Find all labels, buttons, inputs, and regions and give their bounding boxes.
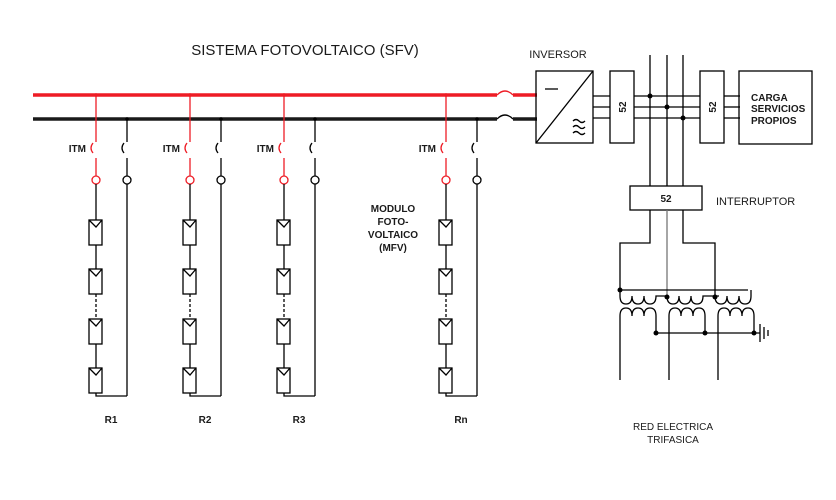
pv-module-icon <box>182 268 197 295</box>
breaker-icon <box>471 142 475 154</box>
pv-string-rn: ITM Rn <box>419 93 482 426</box>
ground-icon <box>759 324 769 342</box>
pv-module-icon <box>88 367 103 394</box>
pv-module-icon <box>88 219 103 246</box>
terminal-icon <box>216 175 226 185</box>
load-label-line-1: CARGA <box>751 93 788 104</box>
pv-string-r3: ITM R3 <box>257 93 320 426</box>
pv-module-icon <box>88 268 103 295</box>
pv-module-icon <box>276 318 291 345</box>
terminal-icon <box>441 175 451 185</box>
pv-module-icon <box>438 219 453 246</box>
pv-string-r1: ITM R1 <box>69 93 132 426</box>
terminal-icon <box>122 175 132 185</box>
module-label-line-2: FOTO- <box>378 217 409 228</box>
load-label-line-3: PROPIOS <box>751 116 797 127</box>
pv-module-icon <box>88 318 103 345</box>
string-name-label: R3 <box>293 415 306 426</box>
pv-module-icon <box>276 367 291 394</box>
module-label-line-3: VOLTAICO <box>368 230 418 241</box>
pv-strings: ITM R1 ITM R2 ITM R3 ITM Rn <box>69 93 482 426</box>
transformer-secondary <box>619 307 760 380</box>
breaker-icon <box>215 142 219 154</box>
module-label-line-4: (MFV) <box>379 243 407 254</box>
itm-breaker-icon <box>278 142 282 154</box>
terminal-icon <box>310 175 320 185</box>
dc-bus-positive <box>33 90 537 97</box>
module-label-line-1: MODULO <box>371 204 416 215</box>
dc-bus-negative <box>33 114 537 121</box>
diagram-title: SISTEMA FOTOVOLTAICO (SFV) <box>191 42 419 59</box>
ac-symbol-icon <box>572 118 586 136</box>
inverter-block <box>535 70 594 144</box>
pv-string-r2: ITM R2 <box>163 93 226 426</box>
pv-module-icon <box>276 219 291 246</box>
load-label-line-2: SERVICIOS <box>751 104 806 115</box>
itm-breaker-icon <box>90 142 94 154</box>
grid-label-line-2: TRIFASICA <box>647 435 699 446</box>
pv-module-icon <box>276 268 291 295</box>
grid-label-line-1: RED ELECTRICA <box>633 422 713 433</box>
terminal-icon <box>279 175 289 185</box>
breaker-icon <box>121 142 125 154</box>
transformer-feed <box>619 210 748 297</box>
breaker-inverter-label: 52 <box>618 101 629 113</box>
interrupter-code: 52 <box>660 194 672 205</box>
pv-module-icon <box>182 367 197 394</box>
breaker-load-label: 52 <box>708 101 719 113</box>
itm-label: ITM <box>69 144 86 155</box>
transformer-primary <box>617 287 752 305</box>
string-name-label: R1 <box>105 415 118 426</box>
load-block: CARGA SERVICIOS PROPIOS <box>738 70 813 145</box>
itm-label: ITM <box>419 144 436 155</box>
breaker-icon <box>309 142 313 154</box>
inverter-label: INVERSOR <box>529 49 587 61</box>
itm-breaker-icon <box>184 142 188 154</box>
pv-module-icon <box>438 367 453 394</box>
pv-module-icon <box>182 318 197 345</box>
three-phase-bus <box>647 55 686 186</box>
terminal-icon <box>472 175 482 185</box>
string-name-label: R2 <box>199 415 212 426</box>
breaker-inverter: 52 <box>609 70 635 144</box>
pv-module-icon <box>182 219 197 246</box>
string-name-label: Rn <box>454 415 467 426</box>
pv-module-icon <box>438 268 453 295</box>
itm-label: ITM <box>257 144 274 155</box>
terminal-icon <box>91 175 101 185</box>
itm-breaker-icon <box>440 142 444 154</box>
interrupter-block: 52 <box>629 185 703 211</box>
interrupter-label: INTERRUPTOR <box>716 196 795 208</box>
terminal-icon <box>185 175 195 185</box>
breaker-load: 52 <box>699 70 725 144</box>
pv-module-icon <box>438 318 453 345</box>
itm-label: ITM <box>163 144 180 155</box>
